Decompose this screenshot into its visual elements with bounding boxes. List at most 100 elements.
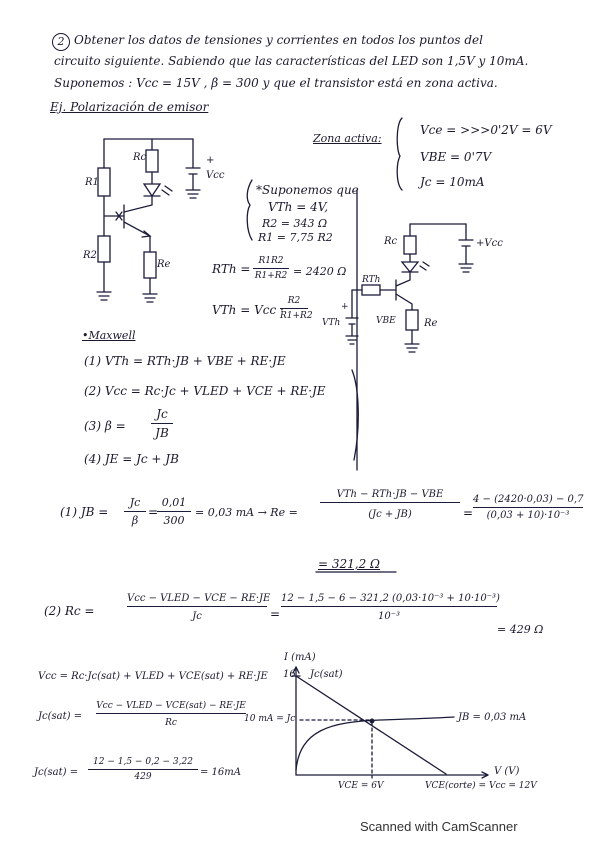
rth-fraction: R1R2 R1+R2 bbox=[253, 256, 289, 281]
q-point bbox=[369, 718, 375, 724]
calc2-f2-num: 12 − 1,5 − 6 − 321,2 (0,03·10⁻³ + 10·10⁻… bbox=[281, 593, 500, 604]
calc2-f1: Vcc − VLED − VCE − RE·JE Jc bbox=[127, 593, 270, 622]
problem-line-2: circuito siguiente. Sabiendo que las car… bbox=[54, 54, 529, 68]
c2-vth-label: VTh bbox=[322, 318, 341, 328]
vth-fraction: R2 R1+R2 bbox=[280, 296, 313, 321]
rth-lhs: RTh = bbox=[212, 262, 251, 276]
calc2-lhs: (2) Rc = bbox=[44, 604, 95, 618]
maxwell-eq1: (1) VTh = RTh·JB + VBE + RE·JE bbox=[84, 354, 286, 368]
c2-vcc-source bbox=[458, 223, 474, 273]
calc2-f1-den: Jc bbox=[192, 611, 202, 622]
calc1-f4-den: (0,03 + 10)·10⁻³ bbox=[486, 510, 570, 521]
sat-jcsat-lhs: Jc(sat) = bbox=[38, 711, 83, 722]
sat-calc-den: 429 bbox=[134, 772, 152, 782]
calc1-eq2: = bbox=[463, 506, 474, 520]
c2-rc-resistor bbox=[403, 235, 417, 255]
assume-r2: R2 = 343 Ω bbox=[262, 217, 328, 230]
c2-led-light bbox=[419, 261, 430, 271]
sat-calc-result: = 16mA bbox=[200, 767, 241, 778]
jb-curve bbox=[295, 716, 455, 771]
calc1-f1-den: β bbox=[131, 514, 139, 527]
c2-ground-right bbox=[404, 329, 420, 353]
c2-vth-source bbox=[345, 317, 359, 345]
assume-brace bbox=[246, 179, 253, 241]
c2-rth-label: RTh bbox=[362, 275, 381, 285]
c1-cross-mark bbox=[115, 211, 123, 221]
c1-plus: + bbox=[206, 155, 215, 166]
graph-jcsat: Jc(sat) bbox=[310, 669, 343, 680]
sat-jcsat-fraction: Vcc − VLED − VCE(sat) − RE·JE Rc bbox=[96, 701, 246, 728]
load-line bbox=[295, 675, 447, 775]
maxwell-eq4: (4) JE = Jc + JB bbox=[84, 452, 179, 466]
c1-r2-label: R2 bbox=[83, 250, 97, 261]
calc1-f3-den: (Jc + JB) bbox=[368, 509, 412, 520]
c2-vcc-label: +Vcc bbox=[476, 238, 503, 249]
vth-lhs: VTh = Vcc · bbox=[212, 303, 284, 317]
c1-r1-label: R1 bbox=[85, 177, 99, 188]
zone-vce: Vce = >>>0'2V = 6V bbox=[420, 123, 552, 137]
problem-line-1: Obtener los datos de tensiones y corrien… bbox=[74, 33, 483, 47]
assume-title: *Suponemos que bbox=[256, 183, 359, 197]
c2-led bbox=[395, 253, 420, 287]
sat-jcsat-num: Vcc − VLED − VCE(sat) − RE·JE bbox=[96, 701, 246, 711]
c2-rc-label: Rc bbox=[384, 236, 398, 247]
vth-den: R1+R2 bbox=[280, 311, 313, 321]
maxwell-title: •Maxwell bbox=[82, 329, 136, 342]
calc1-f2-den: 300 bbox=[163, 514, 185, 527]
calc1-f4-num: 4 − (2420·0,03) − 0,7 bbox=[473, 494, 584, 505]
calc2-f2-den: 10⁻³ bbox=[377, 611, 400, 622]
calc1-f1: Jc β bbox=[124, 496, 146, 527]
rth-num: R1R2 bbox=[258, 256, 284, 266]
graph-axes bbox=[295, 666, 489, 776]
graph-vce: VCE = 6V bbox=[338, 781, 384, 791]
sat-jcsat-den: Rc bbox=[165, 718, 177, 728]
c1-r1-resistor bbox=[97, 167, 111, 197]
graph-x-arrow bbox=[481, 771, 489, 779]
calc2-f2: 12 − 1,5 − 6 − 321,2 (0,03·10⁻³ + 10·10⁻… bbox=[281, 593, 500, 622]
c1-rc-resistor bbox=[145, 149, 159, 173]
maxwell-brace bbox=[351, 369, 359, 461]
maxwell-eq3-lhs: (3) β = bbox=[84, 419, 126, 433]
circuit-1 bbox=[96, 138, 201, 303]
maxwell-eq3-den: JB bbox=[155, 426, 169, 440]
c1-led bbox=[123, 171, 162, 213]
maxwell-eq3-fraction: Jc JB bbox=[151, 407, 173, 440]
vth-num: R2 bbox=[287, 296, 301, 306]
iv-graph bbox=[291, 666, 489, 779]
graph-ylabel: I (mA) bbox=[284, 652, 316, 663]
calc1-result: = 0,03 mA → Re = bbox=[195, 506, 298, 519]
calc1-f1-num: Jc bbox=[129, 496, 141, 509]
c2-emitter bbox=[395, 293, 413, 311]
calc2-answer: = 429 Ω bbox=[497, 623, 544, 636]
rth-den: R1+R2 bbox=[254, 271, 288, 281]
problem-line-3: Suponemos : Vcc = 15V , β = 300 y que el… bbox=[54, 76, 498, 90]
calc1-lhs: (1) JB = bbox=[60, 505, 109, 519]
calc1-f2: 0,01 300 bbox=[157, 496, 191, 527]
calc1-answer: = 321,2 Ω bbox=[318, 557, 380, 571]
c1-ground-mid bbox=[142, 277, 158, 303]
zone-vbe: VBE = 0'7V bbox=[420, 150, 492, 164]
zone-jc: Jc = 10mA bbox=[420, 175, 485, 189]
c2-vbe-label: VBE bbox=[376, 316, 396, 326]
sat-calc-fraction: 12 − 1,5 − 0,2 − 3,22 429 bbox=[88, 757, 198, 782]
graph-jb: JB = 0,03 mA bbox=[458, 712, 527, 723]
c1-led-light bbox=[161, 185, 173, 196]
rth-value: = 2420 Ω bbox=[293, 265, 347, 278]
calc2-eq: = bbox=[270, 607, 281, 621]
graph-y16: 16 bbox=[283, 669, 296, 680]
c1-ground-left bbox=[96, 261, 112, 301]
maxwell-eq2: (2) Vcc = Rc·Jc + VLED + VCE + RE·JE bbox=[84, 384, 326, 398]
c1-emitter-arrow bbox=[141, 230, 152, 238]
calc1-f3-num: VTh − RTh·JB − VBE bbox=[336, 489, 444, 500]
c1-vcc-source bbox=[185, 138, 201, 199]
sat-calc-num: 12 − 1,5 − 0,2 − 3,22 bbox=[93, 757, 193, 767]
circuit-2 bbox=[345, 223, 474, 353]
zone-brace bbox=[396, 117, 403, 191]
sat-eq: Vcc = Rc·Jc(sat) + VLED + VCE(sat) + RE·… bbox=[38, 671, 268, 682]
c1-base bbox=[103, 204, 125, 229]
c2-wire bbox=[351, 289, 363, 319]
c2-re-label: Re bbox=[424, 318, 438, 329]
graph-y10: 10 mA = Jc bbox=[244, 714, 296, 724]
c1-r2-resistor bbox=[97, 235, 111, 263]
